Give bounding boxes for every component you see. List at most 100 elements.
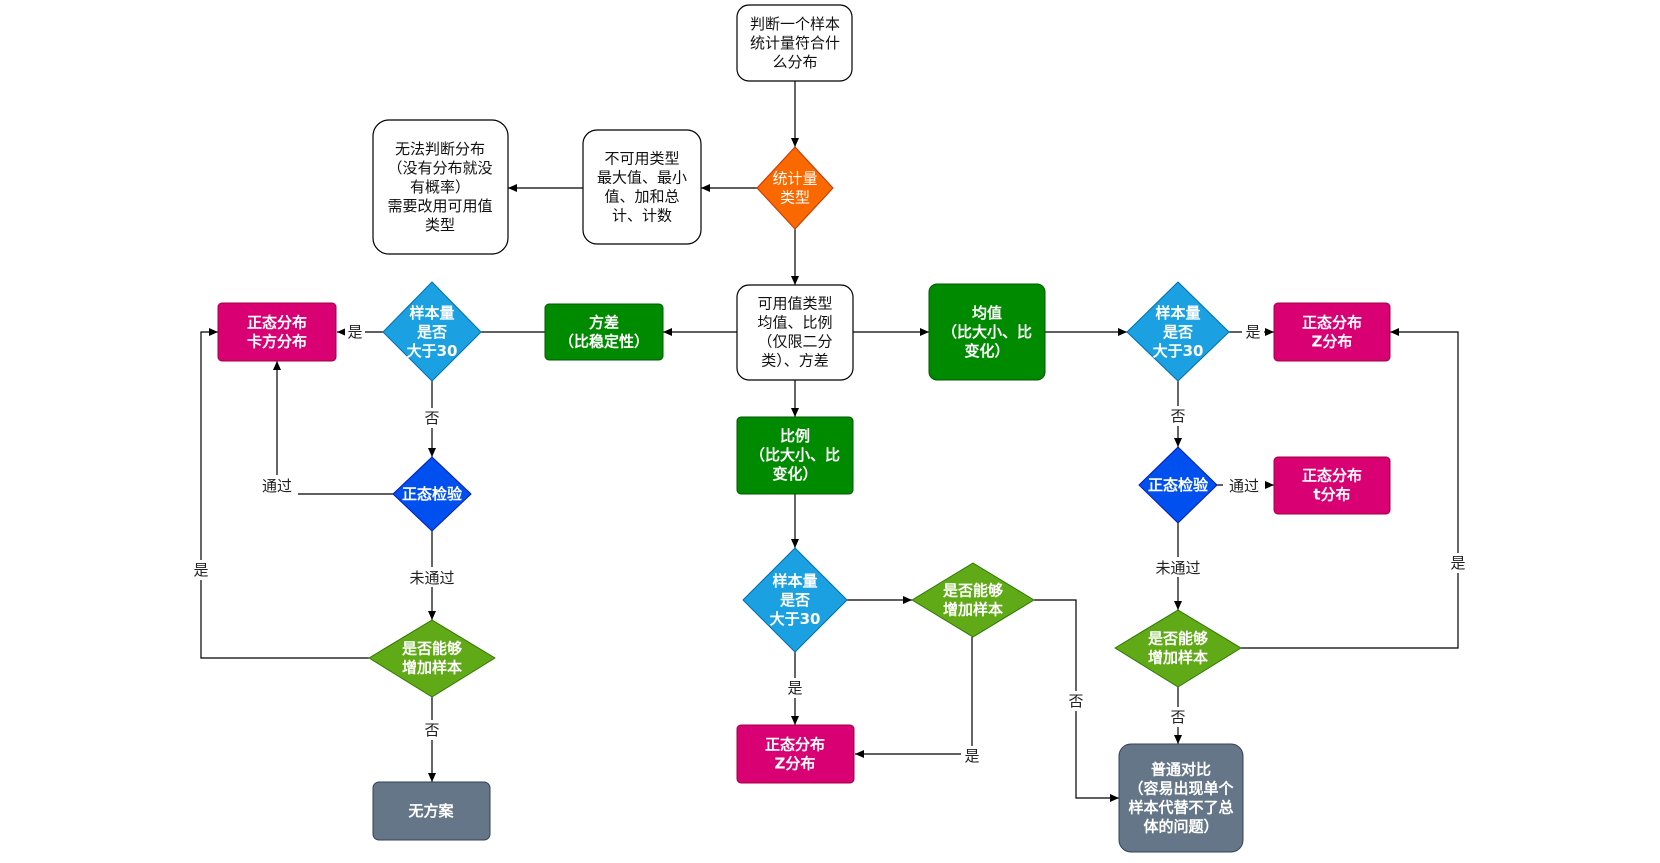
svg-text:通过: 通过	[262, 477, 292, 495]
svg-text:未通过: 未通过	[409, 569, 454, 587]
usable-type-line: 均值、比例	[757, 314, 832, 332]
proportion-line: 变化）	[772, 465, 817, 483]
left-size-line: 样本量	[409, 304, 454, 322]
node-variance: 方差（比稳定性）	[544, 303, 664, 361]
svg-text:是: 是	[193, 561, 208, 579]
right-test-line: 正态检验	[1148, 476, 1209, 494]
mid-increase-line: 增加样本	[943, 601, 1003, 619]
usable-type-line: 类）、方差	[761, 352, 829, 370]
mid-size-line: 样本量	[772, 572, 817, 590]
nodes: 判断一个样本统计量符合什么分布 统计量类型 不可用类型最大值、最小值、加和总计、…	[217, 4, 1391, 853]
edge-left-increase-yes	[200, 328, 369, 659]
node-left-test: 正态检验	[392, 456, 472, 532]
svg-text:比例（比大小、比变化）: 比例（比大小、比变化）	[750, 427, 840, 483]
left-size-line: 大于30	[407, 342, 458, 360]
ordinary-line: 样本代替不了总	[1128, 799, 1233, 817]
label-left-yes: 是	[345, 322, 365, 342]
label-right-increase-yes: 是	[1447, 553, 1469, 573]
left-size-line: 是否	[416, 323, 447, 341]
svg-text:否: 否	[1068, 692, 1083, 710]
svg-text:未通过: 未通过	[1155, 559, 1200, 577]
svg-text:否: 否	[424, 721, 439, 739]
right-normal-t-line: 正态分布	[1302, 467, 1362, 485]
right-size-line: 样本量	[1155, 304, 1200, 322]
svg-text:均值（比大小、比变化）: 均值（比大小、比变化）	[942, 304, 1032, 360]
svg-text:是: 是	[1450, 554, 1465, 572]
label-left-no: 否	[421, 408, 443, 428]
label-right-fail: 未通过	[1148, 557, 1208, 577]
svg-text:否: 否	[1170, 407, 1185, 425]
unusable-type-line: 不可用类型	[604, 150, 679, 168]
svg-text:不可用类型最大值、最小值、加和总计、计数: 不可用类型最大值、最小值、加和总计、计数	[597, 150, 687, 225]
svg-text:样本量是否大于30: 样本量是否大于30	[407, 304, 458, 360]
start-line: 统计量符合什	[750, 34, 840, 52]
label-left-pass: 通过	[256, 475, 298, 495]
mean-line: （比大小、比	[942, 323, 1032, 341]
variance-line: （比稳定性）	[559, 333, 649, 351]
no-plan-line: 无方案	[407, 802, 454, 820]
node-ordinary: 普通对比（容易出现单个样本代替不了总体的问题）	[1118, 743, 1244, 853]
node-cannot-judge: 无法判断分布（没有分布就没有概率）需要改用可用值类型	[372, 119, 509, 255]
edge-labels: 是 否 通过 未通过 是 否 是 是 否 是 否 通过 未通过 是 否	[190, 322, 1469, 766]
right-increase-line: 增加样本	[1148, 649, 1208, 667]
label-left-increase-no: 否	[421, 720, 443, 740]
svg-text:无方案: 无方案	[407, 802, 454, 820]
proportion-line: 比例	[780, 427, 810, 445]
label-right-increase-no: 否	[1167, 707, 1189, 727]
node-right-size: 样本量是否大于30	[1126, 281, 1230, 382]
start-line: 判断一个样本	[750, 15, 840, 33]
mid-size-line: 是否	[779, 591, 810, 609]
node-mid-increase: 是否能够增加样本	[911, 562, 1035, 638]
stat-type-line: 统计量	[772, 170, 817, 188]
right-size-line: 大于30	[1153, 342, 1204, 360]
unusable-type-line: 计、计数	[612, 207, 672, 225]
edge-left-test-pass	[273, 361, 393, 495]
svg-text:是: 是	[964, 747, 979, 765]
label-left-fail: 未通过	[402, 567, 462, 587]
edge-right-increase-yes	[1241, 328, 1459, 649]
svg-text:是: 是	[1245, 323, 1260, 341]
node-start: 判断一个样本统计量符合什么分布	[736, 4, 853, 82]
mid-normal-z-line: Z分布	[775, 755, 816, 773]
variance-line: 方差	[589, 314, 619, 332]
node-no-plan: 无方案	[372, 781, 491, 841]
mid-normal-z-line: 正态分布	[765, 736, 825, 754]
svg-text:判断一个样本统计量符合什么分布: 判断一个样本统计量符合什么分布	[750, 15, 840, 71]
svg-text:无法判断分布（没有分布就没有概率）需要改用可用值类型: 无法判断分布（没有分布就没有概率）需要改用可用值类型	[387, 140, 492, 234]
node-stat-type: 统计量类型	[756, 146, 834, 230]
ordinary-line: 体的问题）	[1143, 818, 1218, 836]
svg-text:统计量类型: 统计量类型	[772, 170, 817, 207]
node-right-test: 正态检验	[1138, 446, 1218, 524]
stat-type-line: 类型	[780, 189, 810, 207]
label-right-no: 否	[1167, 406, 1189, 426]
svg-text:正态检验: 正态检验	[1148, 476, 1209, 494]
mid-size-line: 大于30	[770, 610, 821, 628]
node-left-size: 样本量是否大于30	[382, 281, 482, 382]
proportion-line: （比大小、比	[750, 446, 840, 464]
svg-text:是: 是	[787, 679, 802, 697]
node-left-increase: 是否能够增加样本	[368, 619, 496, 698]
unusable-type-line: 值、加和总	[604, 188, 679, 206]
svg-text:否: 否	[1170, 708, 1185, 726]
left-test-line: 正态检验	[402, 485, 463, 503]
label-mid-increase-no: 否	[1065, 691, 1087, 711]
node-usable-type: 可用值类型均值、比例（仅限二分类）、方差	[736, 284, 854, 381]
svg-text:可用值类型均值、比例（仅限二分类）、方差: 可用值类型均值、比例（仅限二分类）、方差	[757, 295, 832, 370]
ordinary-line: 普通对比	[1151, 761, 1211, 779]
node-right-increase: 是否能够增加样本	[1114, 609, 1242, 688]
start-line: 么分布	[772, 53, 817, 71]
label-mid-increase-yes: 是	[961, 746, 983, 766]
left-increase-line: 是否能够	[401, 640, 462, 658]
node-left-normal-chi: 正态分布卡方分布	[217, 302, 337, 362]
ordinary-line: （容易出现单个	[1128, 780, 1234, 798]
cannot-judge-line: 有概率）	[410, 178, 470, 196]
left-normal-chi-line: 正态分布	[247, 314, 307, 332]
mean-line: 均值	[972, 304, 1002, 322]
cannot-judge-line: （没有分布就没	[387, 159, 492, 177]
